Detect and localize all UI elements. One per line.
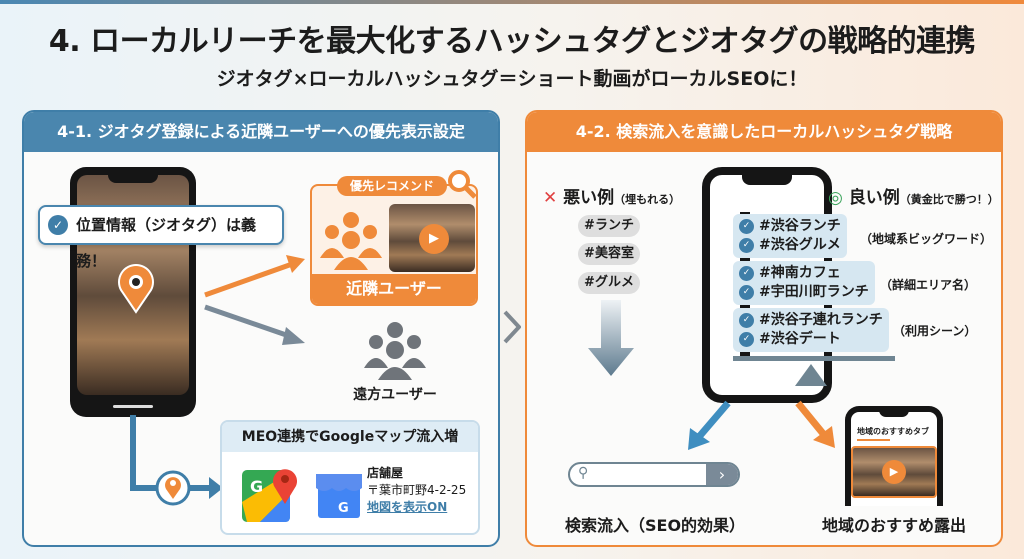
home-indicator xyxy=(113,405,153,408)
search-icon: ⚲ xyxy=(578,465,589,481)
local-recommend-tab[interactable]: 地域のおすすめタブ xyxy=(857,427,929,436)
meo-card: MEO連携でGoogleマップ流入増 G G 店舗屋 〒葉市町野4-2-25 地… xyxy=(220,420,480,535)
local-video-thumbnail[interactable]: ▶ xyxy=(851,446,937,498)
bad-example-label: 悪い例 xyxy=(563,188,615,208)
geotag-callout: ✓ 位置情報（ジオタグ）は義務！ xyxy=(38,205,284,270)
search-magnifier-icon xyxy=(448,170,477,199)
balance-scale-icon xyxy=(733,356,895,386)
hashtag-group-big-area: ✓ #渋谷ランチ ✓ #渋谷グルメ xyxy=(733,214,847,258)
geotag-panel-header: 4-1. ジオタグ登録による近隣ユーザーへの優先表示設定 xyxy=(24,112,498,152)
distant-people-icon xyxy=(364,322,426,380)
x-mark-icon: ✕ xyxy=(543,188,558,208)
good-hashtag: #宇田川町ランチ xyxy=(759,284,869,300)
chevron-right-icon xyxy=(503,310,521,344)
search-bar[interactable]: ⚲ › xyxy=(568,462,740,487)
group-note: （詳細エリア名） xyxy=(880,278,977,292)
nearby-users-label: 近隣ユーザー xyxy=(312,274,476,304)
phone-notch xyxy=(879,410,909,417)
hashtag-group-detail-area: ✓ #神南カフェ ✓ #宇田川町ランチ xyxy=(733,261,875,305)
phone-notch xyxy=(742,173,792,185)
check-icon: ✓ xyxy=(739,313,754,328)
check-icon: ✓ xyxy=(739,266,754,281)
bad-hashtag: #グルメ xyxy=(578,272,640,294)
phone-notch xyxy=(108,173,158,183)
arrow-to-nearby-icon xyxy=(286,255,305,273)
hashtag-panel-header: 4-2. 検索流入を意識したローカルハッシュタグ戦略 xyxy=(527,112,1001,152)
callout-text: 位置情報（ジオタグ）は義務！ xyxy=(76,216,257,270)
group-note: （利用シーン） xyxy=(893,324,977,338)
play-icon: ▶ xyxy=(882,460,906,484)
result-arrows xyxy=(688,400,835,450)
distant-users-label: 遠方ユーザー xyxy=(353,387,437,403)
google-maps-icon: G xyxy=(242,469,297,522)
double-circle-icon: ◎ xyxy=(828,188,843,208)
nearby-recommend-card: ▶ 近隣ユーザー xyxy=(310,184,478,306)
people-group-icon xyxy=(320,212,382,270)
page-title: 4. ローカルリーチを最大化するハッシュタグとジオタグの戦略的連携 xyxy=(48,24,976,59)
svg-text:G: G xyxy=(250,477,263,496)
top-accent-strip xyxy=(0,0,1024,4)
check-icon: ✓ xyxy=(48,215,68,235)
small-phone-mockup: 地域のおすすめタブ ▶ xyxy=(845,406,943,506)
check-icon: ✓ xyxy=(739,219,754,234)
check-icon: ✓ xyxy=(739,332,754,347)
tab-underline xyxy=(857,439,890,441)
bad-hashtag: #美容室 xyxy=(578,243,640,265)
hashtag-group-scene: ✓ #渋谷子連れランチ ✓ #渋谷デート xyxy=(733,308,889,352)
distribution-arrows xyxy=(204,255,305,345)
recommend-tag: 優先レコメンド xyxy=(337,176,447,196)
location-pin-icon xyxy=(118,264,154,314)
check-icon: ✓ xyxy=(739,238,754,253)
good-hashtag: #神南カフェ xyxy=(759,265,841,281)
store-address: 〒葉市町野4-2-25 xyxy=(367,483,467,497)
bad-example-heading: ✕ 悪い例（埋もれる） xyxy=(543,183,680,208)
good-example-heading: ◎ 良い例（黄金比で勝つ！） xyxy=(828,183,999,208)
page-subtitle: ジオタグ×ローカルハッシュタグ＝ショート動画がローカルSEOに！ xyxy=(216,68,808,90)
google-business-icon: G xyxy=(316,474,362,518)
group-note: （地域系ビッグワード） xyxy=(860,232,993,246)
good-hashtag: #渋谷デート xyxy=(759,331,841,347)
meo-header: MEO連携でGoogleマップ流入増 xyxy=(222,422,478,452)
check-icon: ✓ xyxy=(739,285,754,300)
video-thumbnail: ▶ xyxy=(389,204,475,272)
arrow-to-distant-icon xyxy=(282,327,305,345)
local-result-label: 地域のおすすめ露出 xyxy=(822,516,967,535)
store-name: 店舗屋 xyxy=(367,466,404,480)
search-submit-button[interactable]: › xyxy=(706,464,738,485)
down-arrow-icon xyxy=(588,300,634,376)
good-example-note: （黄金比で勝つ！） xyxy=(899,193,999,206)
svg-text:G: G xyxy=(338,501,349,516)
good-example-label: 良い例 xyxy=(848,188,900,208)
good-hashtag: #渋谷子連れランチ xyxy=(759,312,883,328)
good-hashtag: #渋谷グルメ xyxy=(759,237,841,253)
bad-example-note: （埋もれる） xyxy=(614,193,681,206)
map-link[interactable]: 地図を表示ON xyxy=(367,500,448,514)
bad-hashtag: #ランチ xyxy=(578,215,640,237)
good-hashtag: #渋谷ランチ xyxy=(759,218,841,234)
search-result-label: 検索流入（SEO的効果） xyxy=(565,516,746,535)
play-icon: ▶ xyxy=(419,224,449,254)
meo-connector xyxy=(130,415,223,506)
